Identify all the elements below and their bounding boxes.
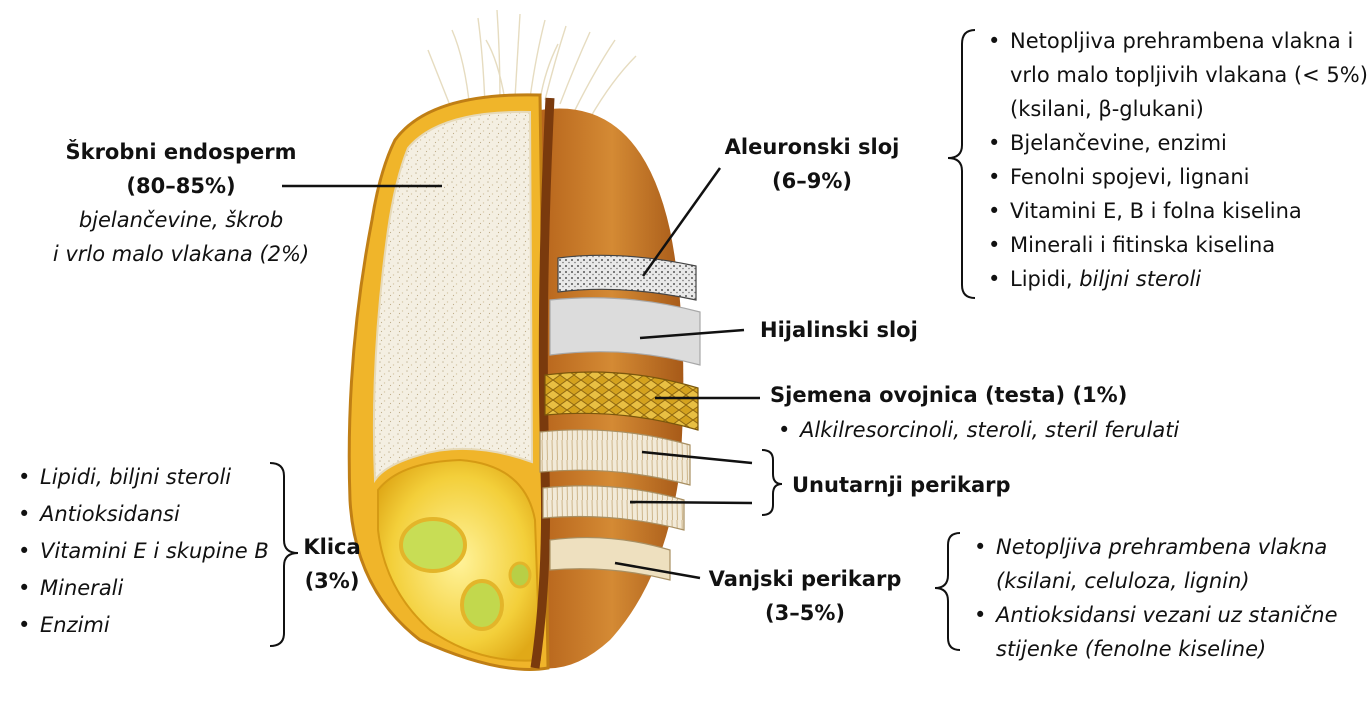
testa-band	[544, 371, 699, 431]
aleurone-item: Bjelančevine, enzimi	[984, 126, 1368, 160]
germ-item: Minerali	[14, 570, 269, 607]
aleurone-label: Aleuronski sloj (6–9%)	[712, 130, 912, 198]
aleurone-item-cont: (ksilani, β-glukani)	[1010, 97, 1204, 121]
testa-item: Alkilresorcinoli, steroli, steril ferula…	[774, 413, 1179, 447]
outer-pericarp-list: Netopljiva prehrambena vlakna(ksilani, c…	[970, 530, 1338, 666]
germ-title: Klica	[303, 535, 361, 559]
aleurone-title: Aleuronski sloj	[724, 135, 900, 159]
outer-pericarp-item: Netopljiva prehrambena vlakna(ksilani, c…	[970, 530, 1338, 598]
outer-pericarp-brace	[934, 532, 961, 651]
outer-pericarp-title: Vanjski perikarp	[708, 567, 902, 591]
germ-item: Vitamini E i skupine B	[14, 533, 269, 570]
aleurone-item: Vitamini E, B i folna kiselina	[984, 194, 1368, 228]
germ-item: Enzimi	[14, 607, 269, 644]
inner-pericarp-brace	[761, 449, 783, 516]
outer-pericarp-label: Vanjski perikarp (3–5%)	[705, 562, 905, 630]
bran-layers	[539, 254, 701, 581]
germ-list: Lipidi, biljni steroli Antioksidansi Vit…	[14, 459, 269, 644]
aleurone-brace	[947, 29, 976, 299]
aleurone-item: Minerali i fitinska kiselina	[984, 228, 1368, 262]
endosperm-title: Škrobni endosperm	[65, 140, 297, 164]
germ-root	[508, 561, 532, 589]
starchy-endosperm	[372, 110, 534, 484]
endosperm-percent: (80–85%)	[126, 174, 236, 198]
germ-item: Lipidi, biljni steroli	[14, 459, 269, 496]
outer-pericarp-percent: (3–5%)	[765, 601, 845, 625]
aleurone-percent: (6–9%)	[772, 169, 852, 193]
aleurone-item-cont: vrlo malo topljivih vlakana (< 5%)	[1010, 63, 1368, 87]
aleurone-item: Lipidi, biljni steroli	[984, 262, 1368, 296]
leader-lines	[282, 167, 760, 580]
endosperm-desc-2: i vrlo malo vlakana (2%)	[52, 242, 310, 266]
aleurone-layer-band	[557, 254, 697, 301]
endosperm-desc-1: bjelančevine, škrob	[78, 208, 284, 232]
inner-pericarp-label: Unutarnji perikarp	[792, 473, 1011, 497]
germ-label: Klica (3%)	[300, 530, 364, 598]
germ-item: Antioksidansi	[14, 496, 269, 533]
germ-embryo	[460, 579, 504, 631]
germ-percent: (3%)	[304, 569, 360, 593]
germ-scutellum	[399, 517, 467, 573]
aleurone-item: Fenolni spojevi, lignani	[984, 160, 1368, 194]
inner-pericarp-band-2	[542, 485, 685, 531]
germ-brace	[269, 462, 299, 647]
braces	[269, 29, 976, 651]
inner-pericarp-band-1	[539, 429, 691, 486]
testa-label: Sjemena ovojnica (testa) (1%)	[770, 383, 1128, 407]
hyaline-layer-band	[549, 297, 701, 366]
outer-pericarp-item: Antioksidansi vezani uz staničnestijenke…	[970, 598, 1338, 666]
hyaline-label: Hijalinski sloj	[760, 318, 918, 342]
testa-list: Alkilresorcinoli, steroli, steril ferula…	[774, 413, 1179, 447]
endosperm-label: Škrobni endosperm (80–85%) bjelančevine,…	[50, 135, 312, 271]
outer-pericarp-band	[549, 536, 671, 581]
